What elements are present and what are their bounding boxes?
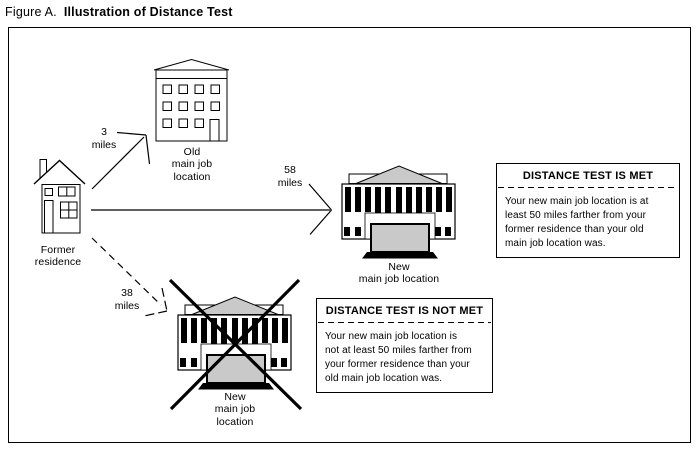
met-box-heading: DISTANCE TEST IS MET [522, 170, 654, 182]
met-box-divider [498, 187, 678, 188]
old-job-building-icon [153, 58, 230, 142]
not-met-box-heading: DISTANCE TEST IS NOT MET [325, 305, 484, 317]
not-met-box-divider [318, 322, 491, 323]
figure-title: Figure A. Illustration of Distance Test [5, 5, 233, 19]
old-job-label: Old main job location [171, 146, 213, 183]
distance-test-met-box: DISTANCE TEST IS MET Your new main job l… [496, 163, 680, 258]
distance-38-miles: 38 miles [114, 287, 140, 312]
figure-label: Figure A. [5, 5, 57, 19]
not-met-box-body: Your new main job location is not at lea… [325, 331, 472, 384]
new-job-far-building-icon [341, 165, 456, 260]
figure-title-text: Illustration of Distance Test [63, 5, 233, 19]
former-residence-label: Former residence [34, 244, 82, 269]
new-job-near-label: New main job location [214, 391, 256, 428]
distance-58-miles: 58 miles [277, 164, 303, 189]
arrow-3-miles [91, 131, 151, 190]
distance-test-not-met-box: DISTANCE TEST IS NOT MET Your new main j… [316, 298, 493, 393]
cross-out-x-icon [168, 278, 303, 411]
new-job-far-label: New main job location [358, 261, 440, 286]
arrow-58-miles [91, 183, 332, 235]
arrow-38-miles-dashed [91, 237, 168, 317]
distance-3-miles: 3 miles [91, 126, 117, 151]
met-box-body: Your new main job location is at least 5… [505, 196, 649, 249]
house-icon [33, 159, 86, 234]
